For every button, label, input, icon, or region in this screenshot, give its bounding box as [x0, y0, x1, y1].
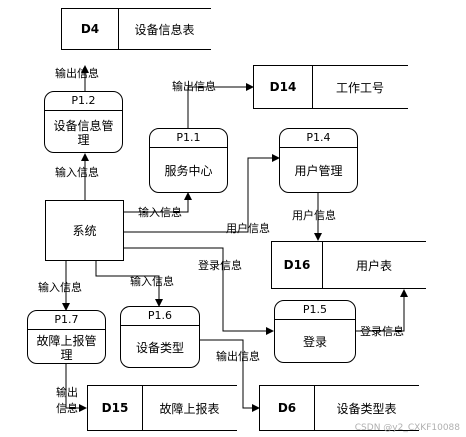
- store-d16-id: D16: [272, 242, 323, 288]
- process-p1-1-id: P1.1: [150, 129, 227, 148]
- process-p1-5: P1.5 登录: [274, 300, 356, 363]
- store-d4-id: D4: [62, 9, 119, 49]
- flow-p16-to-d6: [200, 339, 260, 412]
- process-p1-2-id: P1.2: [45, 92, 122, 111]
- store-d15: D15 故障上报表: [87, 385, 237, 431]
- store-d15-id: D15: [88, 386, 143, 430]
- process-p1-5-id: P1.5: [275, 301, 355, 320]
- flow-sys-to-p15: [124, 247, 274, 335]
- flow-sys-to-p11: [124, 192, 192, 213]
- label-sys-to-p12: 输入信息: [55, 166, 99, 179]
- process-p1-7: P1.7 故障上报管理: [27, 310, 106, 364]
- label-sys-to-p17: 输入信息: [38, 281, 82, 294]
- flow-p15-to-d16: [356, 289, 408, 332]
- store-d16-name: 用户表: [355, 258, 392, 273]
- process-p1-4-id: P1.4: [280, 129, 357, 148]
- flow-p17-to-d15: [65, 364, 87, 412]
- watermark: CSDN @y2_CXKF10088: [354, 423, 460, 433]
- store-d14-name: 工作工号: [335, 80, 384, 95]
- label-sys-to-p15: 登录信息: [198, 259, 242, 272]
- label-p11-to-d14: 输出信息: [172, 80, 216, 93]
- store-d15-name: 故障上报表: [159, 401, 220, 416]
- process-p1-2: P1.2 设备信息管理: [44, 91, 123, 153]
- label-sys-to-p14: 用户信息: [226, 222, 270, 235]
- store-d6: D6 设备类型表: [259, 385, 419, 431]
- entity-system: 系统: [45, 200, 124, 261]
- label-p14-to-d16: 用户信息: [292, 209, 336, 222]
- flow-p11-to-d14: [187, 83, 254, 128]
- process-p1-4: P1.4 用户管理: [279, 128, 358, 193]
- process-p1-5-name: 登录: [302, 335, 327, 349]
- label-p15-to-d16: 登录信息: [360, 325, 404, 338]
- process-p1-1: P1.1 服务中心: [149, 128, 228, 193]
- store-d14: D14 工作工号: [253, 65, 408, 109]
- flow-sys-to-p16: [95, 261, 163, 307]
- store-d6-name: 设备类型表: [336, 401, 397, 416]
- process-p1-6: P1.6 设备类型: [120, 306, 200, 368]
- store-d16: D16 用户表: [271, 241, 426, 289]
- process-p1-4-name: 用户管理: [294, 164, 343, 178]
- store-d4-name: 设备信息表: [134, 22, 195, 37]
- label-sys-to-p11: 输入信息: [138, 206, 182, 219]
- store-d6-id: D6: [260, 386, 315, 430]
- process-p1-7-id: P1.7: [28, 311, 105, 330]
- flow-sys-to-p14: [124, 154, 280, 233]
- label-p17-to-d15-line1: 输出: [56, 386, 78, 399]
- label-sys-to-p16: 输入信息: [130, 275, 174, 288]
- process-p1-6-id: P1.6: [121, 307, 199, 326]
- label-p16-to-d6: 输出信息: [216, 350, 260, 363]
- process-p1-6-name: 设备类型: [135, 340, 184, 355]
- process-p1-2-name: 设备信息管理: [53, 118, 114, 147]
- process-p1-7-name: 故障上报管理: [36, 333, 97, 362]
- label-p12-to-d4: 输出信息: [55, 67, 99, 80]
- process-p1-1-name: 服务中心: [164, 164, 213, 178]
- label-p17-to-d15-line2: 信息: [56, 402, 78, 415]
- store-d14-id: D14: [254, 66, 313, 108]
- store-d4: D4 设备信息表: [61, 8, 211, 50]
